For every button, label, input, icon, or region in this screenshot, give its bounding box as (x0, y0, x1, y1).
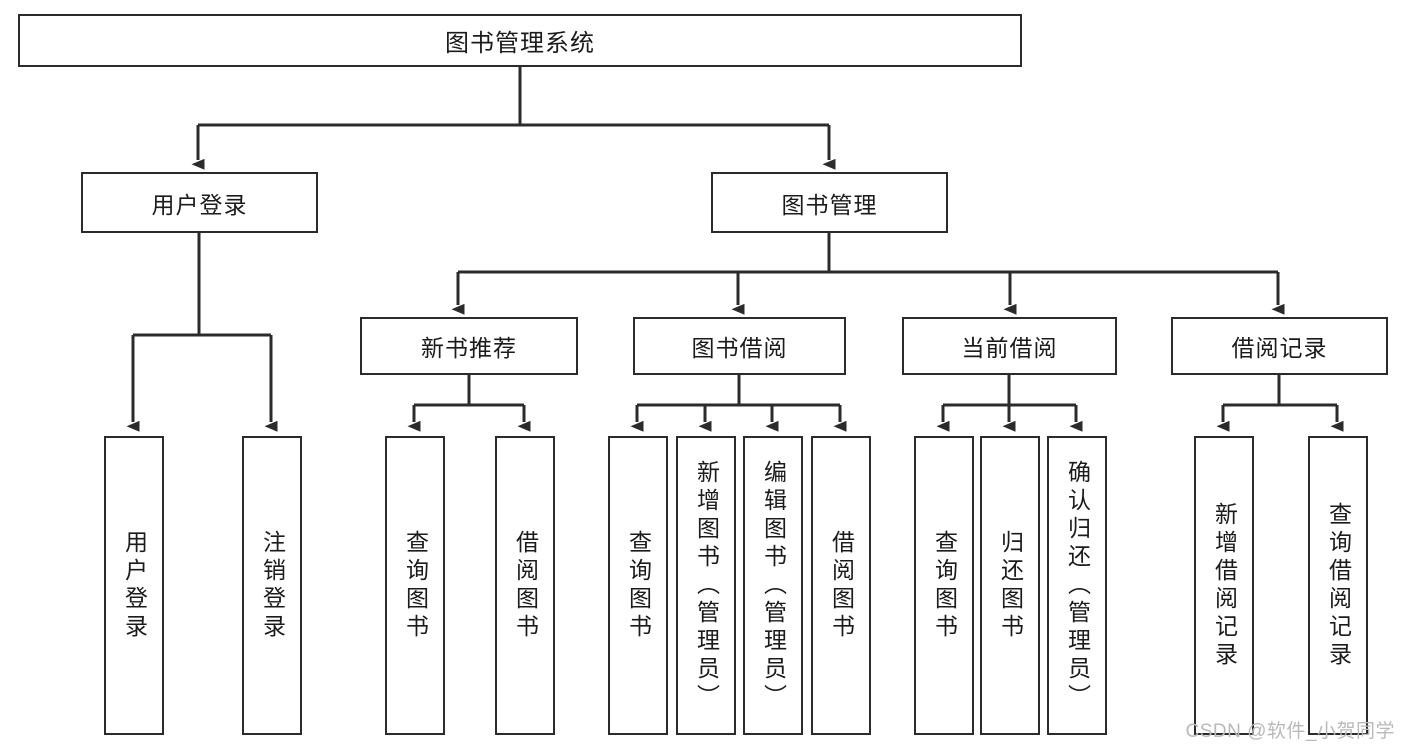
node-label: 查询图书 (625, 529, 652, 642)
node-label: 借阅记录 (1231, 335, 1328, 361)
node-label: 当前借阅 (961, 335, 1058, 361)
node-label: 新增图书（管理员） (693, 459, 720, 712)
node-label: 图书管理系统 (445, 30, 595, 57)
leaf-borrow-book-1[interactable]: 借阅图书 (495, 436, 555, 735)
node-label: 查询借阅记录 (1325, 501, 1352, 670)
node-label: 查询图书 (402, 529, 429, 642)
leaf-query-book-2[interactable]: 查询图书 (608, 436, 668, 735)
node-label: 用户登录 (151, 191, 248, 218)
node-label: 新增借阅记录 (1211, 501, 1238, 670)
node-label: 查询图书 (931, 529, 958, 642)
leaf-edit-book[interactable]: 编辑图书（管理员） (743, 436, 803, 735)
node-borrow-record[interactable]: 借阅记录 (1171, 317, 1388, 375)
leaf-query-record[interactable]: 查询借阅记录 (1308, 436, 1368, 735)
leaf-add-record[interactable]: 新增借阅记录 (1194, 436, 1254, 735)
watermark-text: CSDN @软件_小贺同学 (1185, 721, 1395, 742)
leaf-query-book-3[interactable]: 查询图书 (914, 436, 974, 735)
leaf-add-book[interactable]: 新增图书（管理员） (676, 436, 736, 735)
node-label: 编辑图书（管理员） (760, 459, 787, 712)
node-label: 归还图书 (997, 529, 1024, 642)
node-label: 图书管理 (781, 191, 878, 218)
node-user-login[interactable]: 用户登录 (81, 172, 318, 233)
node-label: 借阅图书 (512, 529, 539, 642)
leaf-logout[interactable]: 注销登录 (242, 436, 302, 735)
leaf-confirm-return[interactable]: 确认归还（管理员） (1047, 436, 1107, 735)
node-label: 确认归还（管理员） (1064, 459, 1091, 712)
node-label: 新书推荐 (421, 335, 517, 361)
leaf-return-book[interactable]: 归还图书 (980, 436, 1040, 735)
node-book-manage[interactable]: 图书管理 (711, 172, 948, 233)
node-label: 注销登录 (259, 529, 286, 642)
node-new-book-rec[interactable]: 新书推荐 (360, 317, 578, 375)
node-root-system[interactable]: 图书管理系统 (18, 14, 1022, 67)
leaf-borrow-book-2[interactable]: 借阅图书 (811, 436, 871, 735)
node-book-borrow[interactable]: 图书借阅 (633, 317, 846, 375)
node-label: 借阅图书 (828, 529, 855, 642)
leaf-user-login[interactable]: 用户登录 (104, 436, 164, 735)
node-current-borrow[interactable]: 当前借阅 (902, 317, 1117, 375)
leaf-query-book-1[interactable]: 查询图书 (385, 436, 445, 735)
node-label: 用户登录 (121, 529, 148, 642)
node-label: 图书借阅 (691, 335, 788, 361)
